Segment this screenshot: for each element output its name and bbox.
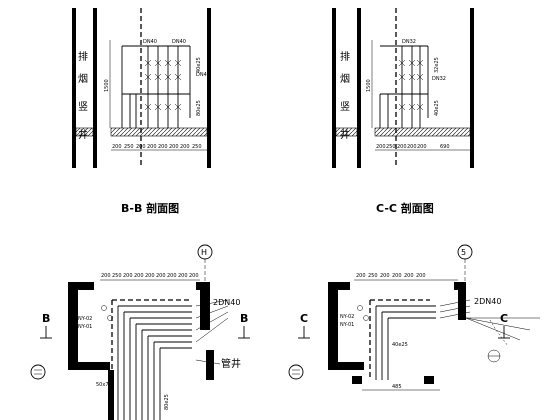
cut-mark-left: B bbox=[42, 312, 50, 325]
plan-top-dims: 200 250 200 200 200 200 bbox=[356, 273, 426, 279]
branch-size-lower: 80e25 bbox=[196, 100, 202, 116]
section-title-cc: C-C 剖面图 bbox=[376, 201, 434, 215]
plan-dim-2: 200 bbox=[123, 273, 133, 279]
cut-mark-left: C bbox=[300, 312, 308, 325]
branch-label-2: NY-01 bbox=[340, 322, 354, 328]
dim-b-2: 200 bbox=[136, 144, 146, 150]
plan-dim-5: 200 bbox=[416, 273, 426, 279]
pipe-size-top-left: DN40 bbox=[143, 39, 157, 45]
plan-dim-0: 200 bbox=[356, 273, 366, 279]
pipe-size-top-right: DN40 bbox=[172, 39, 186, 45]
cut-mark-right: C bbox=[500, 312, 508, 325]
dim-bottom: 50x70 bbox=[96, 382, 112, 388]
pipe-runs bbox=[369, 299, 436, 380]
pipe-size-side: DN32 bbox=[432, 76, 446, 82]
plan-wall-left bbox=[68, 282, 78, 370]
plan-dim-4: 200 bbox=[145, 273, 155, 279]
dim-c-2: 200 bbox=[397, 144, 407, 150]
room-wall-right bbox=[470, 8, 474, 168]
plan-top-dims: 200 250 200 200 200 200 200 200 200 bbox=[101, 273, 199, 279]
dim-c-5: 690 bbox=[440, 144, 450, 150]
shaft-wall-left bbox=[332, 8, 336, 168]
risers bbox=[379, 46, 421, 128]
dim-c-0: 200 bbox=[376, 144, 386, 150]
branch-size-lower: 40e25 bbox=[434, 100, 440, 116]
dim-c-1: 250 bbox=[386, 144, 396, 150]
plan-dim-1: 250 bbox=[112, 273, 122, 279]
side-grid-bubble bbox=[30, 364, 46, 380]
height-dim: 1500 bbox=[366, 79, 372, 92]
dim-vertical: 80e25 bbox=[164, 394, 170, 410]
shaft-wall-right bbox=[93, 8, 97, 168]
dim-b-3: 200 bbox=[147, 144, 157, 150]
shaft-label-char-3: 竖 bbox=[78, 101, 88, 113]
floor-slab bbox=[110, 127, 208, 137]
side-grid-bubble bbox=[288, 364, 304, 380]
shaft-label-char-2: 烟 bbox=[340, 72, 350, 85]
floor-slab bbox=[374, 127, 471, 137]
branch-label-1: NY-02 bbox=[340, 314, 354, 320]
plan-dim-3: 200 bbox=[392, 273, 402, 279]
shaft-wall-right bbox=[357, 8, 361, 168]
plan-dim-1: 250 bbox=[368, 273, 378, 279]
valve-marks bbox=[398, 59, 424, 111]
plan-left: H 200 250 200 200 200 200 200 200 200 bbox=[30, 244, 250, 420]
branch-label-1: NY-02 bbox=[78, 316, 92, 322]
dim-bottom: 485 bbox=[392, 384, 402, 390]
valve-marks bbox=[144, 59, 182, 111]
dim-b-7: 250 bbox=[192, 144, 202, 150]
dim-b-4: 200 bbox=[158, 144, 168, 150]
risers bbox=[121, 46, 179, 128]
branch-label-2: NY-01 bbox=[78, 324, 92, 330]
plan-wall-right bbox=[458, 282, 466, 320]
section-bb: 排 烟 竖 井 1500 DN40 DN40 DN40 40e25 80e25 bbox=[72, 8, 211, 215]
shaft-label: 管井 bbox=[221, 357, 241, 370]
plan-dim-0: 200 bbox=[101, 273, 111, 279]
shaft-label-char-2: 烟 bbox=[78, 72, 88, 85]
branch-size: 40e25 bbox=[196, 57, 202, 73]
section-cc: 排 烟 竖 井 1500 DN32 DN32 32e25 40e25 200 2… bbox=[332, 8, 474, 215]
shaft-wall-left bbox=[72, 8, 76, 168]
plan-dim-3: 200 bbox=[134, 273, 144, 279]
dim-b-0: 200 bbox=[112, 144, 122, 150]
branch-size: 32e25 bbox=[434, 57, 440, 73]
room-wall-right bbox=[207, 8, 211, 168]
plan-dim-8: 200 bbox=[189, 273, 199, 279]
dim-b-5: 200 bbox=[169, 144, 179, 150]
dim-c-4: 200 bbox=[417, 144, 427, 150]
shaft-label-char-3: 竖 bbox=[340, 101, 350, 113]
cut-mark-right: B bbox=[240, 312, 248, 325]
shaft-label-char-1: 排 bbox=[340, 50, 350, 63]
plan-dim-5: 200 bbox=[156, 273, 166, 279]
dim-c-3: 200 bbox=[407, 144, 417, 150]
grid-axis-label: 5 bbox=[461, 248, 466, 257]
pipe-size-top: DN32 bbox=[402, 39, 416, 45]
pipe-label: 2DN40 bbox=[474, 297, 501, 306]
plan-dim-4: 200 bbox=[404, 273, 414, 279]
dim-size: 40e25 bbox=[392, 342, 408, 348]
shaft-label-char-1: 排 bbox=[78, 50, 88, 63]
plan-dim-7: 200 bbox=[178, 273, 188, 279]
grid-axis-label: H bbox=[201, 248, 207, 257]
plan-wall-right bbox=[200, 282, 210, 330]
pipe-label: 2DN40 bbox=[213, 298, 240, 307]
plan-wall-left bbox=[328, 282, 338, 370]
plan-right: 5 200 250 200 200 200 200 NY-02 NY-01 2D… bbox=[288, 244, 540, 391]
section-title-bb: B-B 剖面图 bbox=[121, 201, 179, 215]
dim-b-1: 250 bbox=[124, 144, 134, 150]
plan-dim-2: 200 bbox=[380, 273, 390, 279]
plan-dim-6: 200 bbox=[167, 273, 177, 279]
dim-b-6: 200 bbox=[180, 144, 190, 150]
pipe-runs bbox=[111, 299, 192, 420]
pipe-size-side: DN40 bbox=[196, 72, 210, 78]
height-dim: 1500 bbox=[104, 79, 110, 92]
